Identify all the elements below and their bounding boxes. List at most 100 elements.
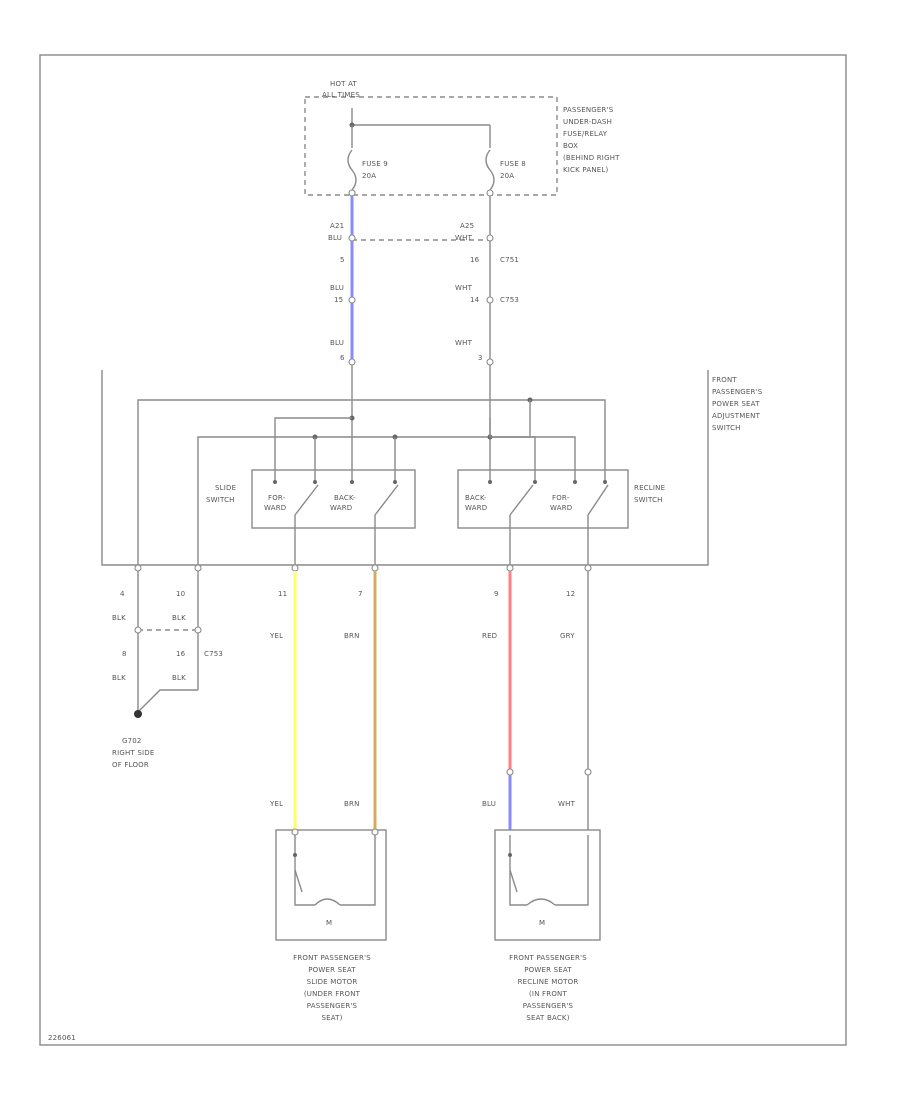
figure-id: 226061 — [48, 1034, 76, 1042]
fuse-box-label-3: FUSE/RELAY — [563, 130, 608, 138]
connector-pin — [134, 564, 142, 572]
hot-label-2: ALL TIMES — [322, 91, 360, 99]
slide-motor-label-4: (UNDER FRONT — [304, 990, 361, 998]
fuse-box-label-2: UNDER-DASH — [563, 118, 612, 126]
hot-label-1: HOT AT — [330, 80, 358, 88]
slide-motor-wire-b — [340, 835, 376, 906]
pin-7: 7 — [358, 590, 363, 598]
fuse-box-outline — [304, 96, 558, 196]
connector-pin — [584, 564, 592, 572]
connector-pin — [134, 626, 142, 634]
recline-motor-label-2: POWER SEAT — [524, 966, 572, 974]
connector-pin — [486, 189, 494, 197]
connector-pin — [291, 828, 299, 836]
slide-motor-label-1: FRONT PASSENGER'S — [293, 954, 371, 962]
recline-motor-label-1: FRONT PASSENGER'S — [509, 954, 587, 962]
connector-pin — [486, 234, 494, 242]
connector-pin — [194, 564, 202, 572]
slide-fwd-label-1: FOR- — [268, 494, 286, 502]
ground-bus-outer — [137, 399, 606, 565]
connector-pin — [486, 358, 494, 366]
connector-pin — [348, 296, 356, 304]
wire-recline-feed — [489, 418, 536, 480]
ground-label-3: OF FLOOR — [112, 761, 149, 769]
wire-label-wht-2: WHT — [455, 284, 473, 292]
wire-label-blu-1: BLU — [328, 234, 342, 242]
switch-label-2: PASSENGER'S — [712, 388, 763, 396]
slide-motor-label-3: SLIDE MOTOR — [307, 978, 358, 986]
slide-motor-wire-a — [294, 835, 315, 906]
switch-blade-recline-fwd — [587, 484, 609, 516]
slide-motor-m: M — [326, 919, 332, 927]
connector-pin — [584, 768, 592, 776]
wire-label-gry: GRY — [560, 632, 575, 640]
connector-pin — [291, 564, 299, 572]
switch-blade-recline-back — [509, 484, 534, 516]
fuse-8-label: FUSE 8 — [500, 160, 526, 168]
connector-pin — [506, 564, 514, 572]
switch-contact — [533, 480, 537, 484]
switch-label-3: POWER SEAT — [712, 400, 760, 408]
switch-assembly-outline — [101, 370, 709, 566]
motor-switch — [509, 869, 518, 893]
pin-14: 14 — [470, 296, 480, 304]
slide-switch-label-1: SLIDE — [215, 484, 236, 492]
connector-pin — [371, 828, 379, 836]
motor-switch — [294, 869, 303, 893]
connector-pin — [348, 189, 356, 197]
recline-back-label-2: WARD — [465, 504, 487, 512]
ground-label-1: G702 — [122, 737, 142, 745]
switch-contact — [603, 480, 607, 484]
connector-c753: C753 — [204, 650, 223, 658]
connector-c751: C751 — [500, 256, 519, 264]
pin-5: 5 — [340, 256, 345, 264]
wire-label-red: RED — [482, 632, 497, 640]
switch-label-1: FRONT — [712, 376, 737, 384]
pin-a25: A25 — [460, 222, 474, 230]
switch-contact — [573, 480, 577, 484]
fuse-8-rating: 20A — [500, 172, 514, 180]
pin-3: 3 — [478, 354, 483, 362]
motor-contact — [508, 853, 512, 857]
wire-slide-fwd-feed — [274, 417, 352, 480]
switch-blade-slide-fwd — [294, 484, 319, 516]
wire-label-blu-4: BLU — [482, 800, 496, 808]
recline-motor-m: M — [539, 919, 545, 927]
connector-pin — [486, 296, 494, 304]
switch-contact — [350, 480, 354, 484]
slide-motor-label-6: SEAT) — [321, 1014, 342, 1022]
connector-pin — [348, 234, 356, 242]
slide-motor-box — [275, 829, 387, 941]
switch-contact — [313, 480, 317, 484]
wire-label-blu-3: BLU — [330, 339, 344, 347]
switch-contact — [488, 480, 492, 484]
pin-a21: A21 — [330, 222, 344, 230]
wire-label-blu-2: BLU — [330, 284, 344, 292]
pin-8: 8 — [122, 650, 127, 658]
recline-motor-label-5: PASSENGER'S — [523, 1002, 574, 1010]
wire-label-yel-1: YEL — [269, 632, 283, 640]
wire-label-brn-1: BRN — [344, 632, 360, 640]
connector-c753-top: C753 — [500, 296, 519, 304]
recline-switch-label-1: RECLINE — [634, 484, 665, 492]
recline-motor-label-6: SEAT BACK) — [526, 1014, 569, 1022]
slide-back-label-2: WARD — [330, 504, 352, 512]
wire-label-blk-1: BLK — [112, 614, 126, 622]
fuse-9-label: FUSE 9 — [362, 160, 388, 168]
switch-label-4: ADJUSTMENT — [712, 412, 761, 420]
recline-motor-label-3: RECLINE MOTOR — [518, 978, 579, 986]
recline-motor-wire-b — [555, 835, 589, 906]
connector-pin — [506, 768, 514, 776]
recline-fwd-label-1: FOR- — [552, 494, 570, 502]
ground-bus-inner — [197, 436, 576, 565]
motor-contact — [293, 853, 297, 857]
slide-switch-box — [251, 469, 416, 529]
fuse-box-label-4: BOX — [563, 142, 578, 150]
switch-label-5: SWITCH — [712, 424, 741, 432]
recline-back-label-1: BACK- — [465, 494, 487, 502]
recline-switch-label-2: SWITCH — [634, 496, 663, 504]
pin-15: 15 — [334, 296, 343, 304]
slide-back-label-1: BACK- — [334, 494, 356, 502]
switch-blade-slide-back — [374, 484, 399, 516]
